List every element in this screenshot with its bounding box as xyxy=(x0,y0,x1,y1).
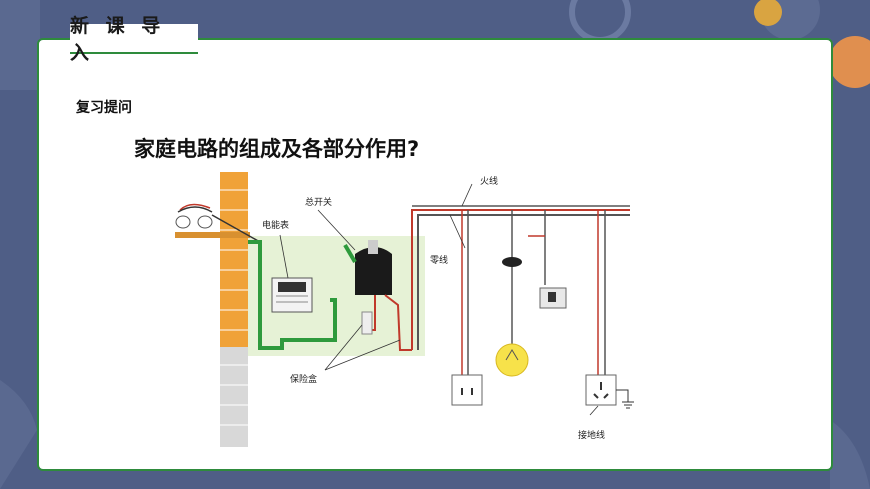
socket-two-pin-icon xyxy=(451,374,483,406)
fuse-icon xyxy=(361,311,373,335)
ground-icon xyxy=(616,389,629,402)
ground-wire-label: 接地线 xyxy=(578,429,605,441)
main-switch-label: 总开关 xyxy=(305,196,332,208)
electric-meter-icon xyxy=(271,277,313,313)
live-wire-label: 火线 xyxy=(480,175,498,187)
meter-label: 电能表 xyxy=(262,219,289,231)
content-card xyxy=(37,38,833,471)
brick-wall xyxy=(220,172,248,447)
compass-icon xyxy=(569,0,631,43)
insulator-bracket xyxy=(175,203,261,243)
review-label: 复习提问 xyxy=(76,100,132,116)
planet-icon xyxy=(829,36,870,88)
service-wire xyxy=(248,240,337,350)
main-switch-icon xyxy=(343,240,392,295)
question-text: 家庭电路的组成及各部分作用? xyxy=(134,137,420,161)
moon-icon xyxy=(754,0,782,26)
light-bulb-icon xyxy=(495,257,529,377)
household-circuit-diagram: 电能表 总开关 火线 零线 保险盒 接地线 xyxy=(175,172,634,447)
ruler-shape xyxy=(0,0,40,90)
section-title: 新 课 导 入 xyxy=(70,15,198,64)
fuse-box-label: 保险盒 xyxy=(290,373,317,385)
socket-three-pin-icon xyxy=(585,374,617,406)
neutral-wire-label: 零线 xyxy=(430,254,448,266)
